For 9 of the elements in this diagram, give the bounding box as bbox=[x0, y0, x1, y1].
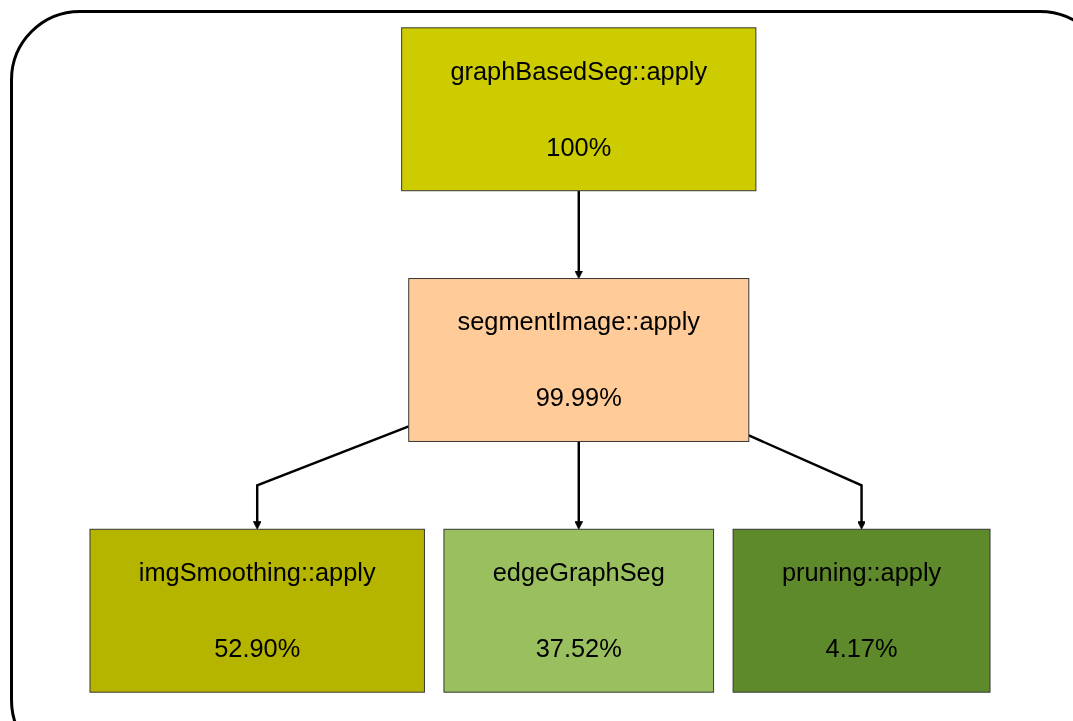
arrow bbox=[574, 190, 584, 279]
arrow bbox=[748, 434, 866, 530]
node-box: graphBasedSeg::apply 100% bbox=[401, 27, 757, 192]
node-box: imgSmoothing::apply 52.90% bbox=[89, 528, 425, 693]
node-box: pruning::apply 4.17% bbox=[732, 528, 991, 693]
node-box: segmentImage::apply 99.99% bbox=[408, 278, 750, 442]
arrow bbox=[574, 441, 584, 530]
arrow bbox=[252, 425, 410, 530]
node-box: edgeGraphSeg 37.52% bbox=[443, 528, 715, 693]
